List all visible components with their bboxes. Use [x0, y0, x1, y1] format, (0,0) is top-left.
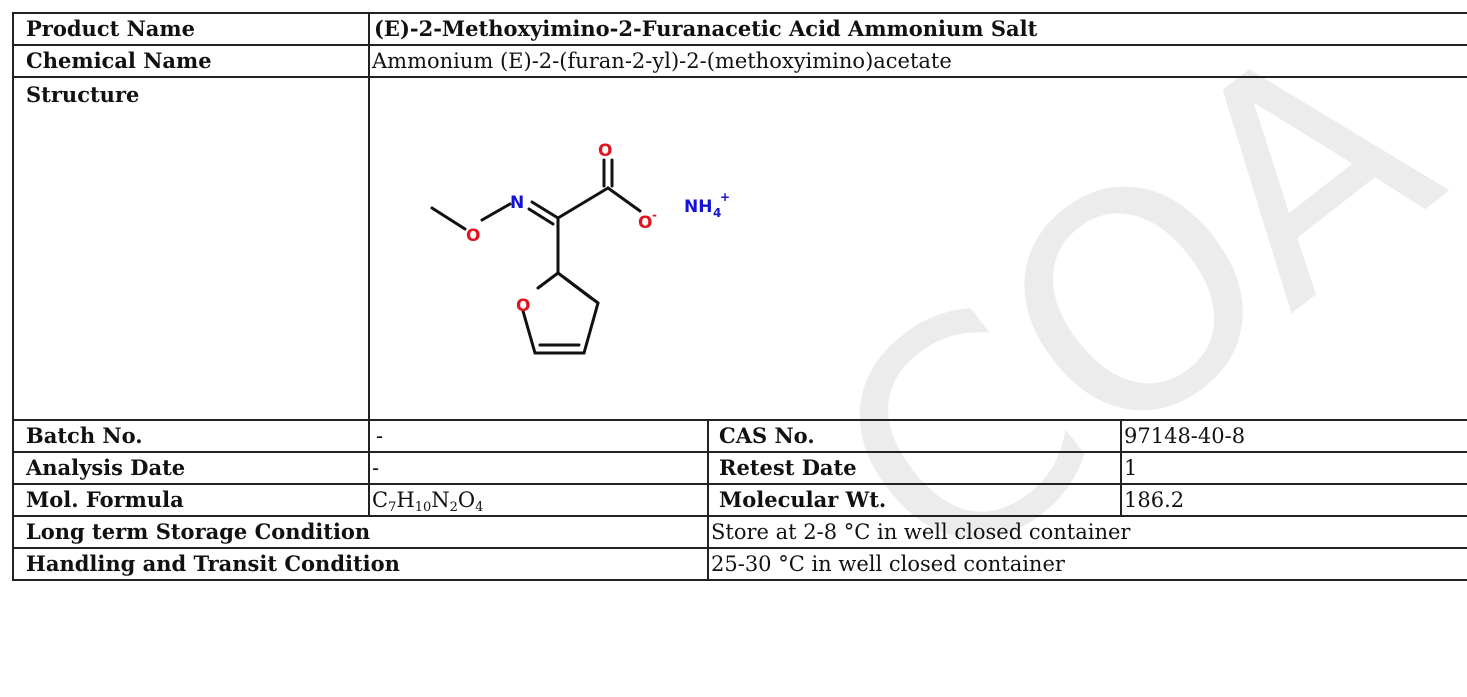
- formula-c: C: [372, 488, 389, 512]
- handling-label: Handling and Transit Condition: [12, 547, 709, 581]
- row-product-name: Product Name (E)-2-Methoxyimino-2-Furana…: [12, 12, 1467, 46]
- atom-o-anion: O: [638, 213, 652, 233]
- storage-label: Long term Storage Condition: [12, 515, 709, 549]
- analysis-date-label: Analysis Date: [12, 451, 370, 485]
- atom-o-ether: O: [466, 226, 480, 246]
- chemical-name-label: Chemical Name: [12, 44, 370, 78]
- molecular-wt-value: 186.2: [1119, 483, 1467, 517]
- structure-cell: O N O O - NH 4 + O: [367, 76, 1467, 421]
- formula-o-count: 4: [475, 500, 484, 515]
- formula-c-count: 7: [388, 500, 397, 515]
- formula-o: O: [457, 488, 476, 512]
- ammonium-subscript: 4: [713, 206, 721, 220]
- row-analysis-retest: Analysis Date - Retest Date 1: [12, 451, 1467, 485]
- storage-value: Store at 2-8 °C in well closed container: [706, 515, 1467, 549]
- analysis-date-value: -: [368, 451, 709, 485]
- structure-label: Structure: [12, 76, 370, 421]
- row-structure: Structure: [12, 76, 1467, 421]
- atom-n-imine: N: [510, 193, 524, 213]
- handling-value: 25-30 °C in well closed container: [706, 547, 1467, 581]
- row-storage: Long term Storage Condition Store at 2-8…: [12, 515, 1467, 549]
- product-name-value: (E)-2-Methoxyimino-2-Furanacetic Acid Am…: [367, 12, 1467, 46]
- formula-h: H: [396, 488, 415, 512]
- mol-formula-value: C7H10N2O4: [368, 483, 709, 517]
- ammonium-charge: +: [720, 190, 730, 204]
- atom-o-furan: O: [516, 296, 530, 316]
- coa-table: Product Name (E)-2-Methoxyimino-2-Furana…: [12, 12, 1467, 581]
- product-name-label: Product Name: [12, 12, 370, 46]
- atom-o-carbonyl: O: [598, 141, 612, 161]
- retest-date-label: Retest Date: [707, 451, 1122, 485]
- structure-image: O N O O - NH 4 + O: [430, 141, 730, 355]
- ammonium-base: NH: [684, 197, 712, 217]
- molecular-wt-label: Molecular Wt.: [707, 483, 1122, 517]
- mol-formula-label: Mol. Formula: [12, 483, 370, 517]
- cas-no-label: CAS No.: [707, 419, 1122, 453]
- row-batch-cas: Batch No. - CAS No. 97148-40-8: [12, 419, 1467, 453]
- row-chemical-name: Chemical Name Ammonium (E)-2-(furan-2-yl…: [12, 44, 1467, 78]
- formula-n-count: 2: [449, 500, 458, 515]
- atom-o-anion-charge: -: [652, 208, 657, 222]
- row-formula-weight: Mol. Formula C7H10N2O4 Molecular Wt. 186…: [12, 483, 1467, 517]
- cas-no-value: 97148-40-8: [1119, 419, 1467, 453]
- formula-n: N: [431, 488, 450, 512]
- batch-no-value: -: [368, 419, 709, 453]
- retest-date-value: 1: [1119, 451, 1467, 485]
- batch-no-label: Batch No.: [12, 419, 370, 453]
- row-handling: Handling and Transit Condition 25-30 °C …: [12, 547, 1467, 581]
- formula-h-count: 10: [414, 500, 432, 515]
- chemical-name-value: Ammonium (E)-2-(furan-2-yl)-2-(methoxyim…: [367, 44, 1467, 78]
